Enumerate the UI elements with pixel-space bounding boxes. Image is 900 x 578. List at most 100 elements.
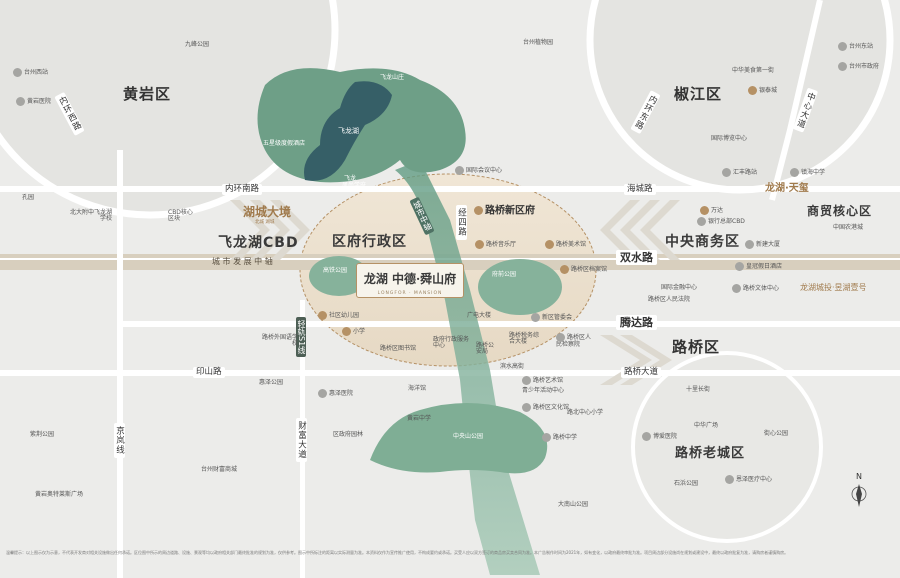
hospital-icon <box>642 432 651 441</box>
poi-intl-finance: 国际金融中心 <box>661 284 698 291</box>
poi-five-star-hotel: 五星级度假酒店 <box>263 140 306 147</box>
poi-luqiao-art-school: 路桥艺术馆 <box>522 376 563 385</box>
area-feilonghu-cbd: 飞龙湖CBD <box>218 235 299 251</box>
building-icon <box>531 313 540 322</box>
poi-food-street: 中华美食第一街 <box>732 67 775 74</box>
poi-feilonghu-lake: 飞龙湖 <box>338 127 359 135</box>
road-tengda: 腾达路 <box>616 315 657 330</box>
poi-cbd-hub: CBD核心区块 <box>168 209 193 222</box>
school-icon <box>542 433 551 442</box>
road-jinglan: 京岚线 <box>114 423 125 458</box>
poi-feilong: 飞龙 <box>344 175 357 182</box>
right-chevrons <box>600 200 680 260</box>
poi-shifeng-park: 石浜公园 <box>674 480 699 487</box>
art-icon <box>545 240 554 249</box>
poi-guangdian: 广电大楼 <box>467 312 492 319</box>
sports-icon <box>732 284 741 293</box>
poi-new-area-committee: 新区管委会 <box>531 313 572 322</box>
poi-tieche-park: 高铁公园 <box>323 267 348 274</box>
poi-huangyan-middle: 黄岩中学 <box>407 415 432 422</box>
poi-binhai: 滨水高街 <box>500 363 525 370</box>
road-rail: 轻轨S1线 <box>296 317 306 358</box>
road-haicheng: 海城路 <box>624 184 656 195</box>
poi-kong: 孔园 <box>22 194 35 201</box>
road-yinshan: 印山路 <box>193 367 225 378</box>
huangyan-ring <box>0 0 339 219</box>
poi-central-mountain-park: 中央山公园 <box>453 433 484 440</box>
poi-zhenhai-school: 镇海中学 <box>790 168 825 177</box>
poi-taizhou-station: 台州东站 <box>838 42 873 51</box>
area-central-business: 中央商务区 <box>665 234 740 250</box>
poi-jieshan-park: 街心公园 <box>764 430 789 437</box>
archive-icon <box>560 265 569 274</box>
poi-youth-center: 青少年活动中心 <box>522 387 565 394</box>
inner-ring-south-road <box>0 186 900 192</box>
road-luqiao-avenue: 路桥大道 <box>621 367 662 378</box>
poi-luqiao-culture: 路桥文体中心 <box>732 284 779 293</box>
poi-taizhou-west: 台州西站 <box>13 68 48 77</box>
poi-danan-park: 大南山公园 <box>558 501 589 508</box>
building-icon <box>745 240 754 249</box>
poi-shili-changjie: 十里长街 <box>686 386 711 393</box>
poi-luqiao-court: 路桥区人民检察院 <box>556 333 592 348</box>
project-label[interactable]: 龙湖 中德·舜山府 LONGFOR · MANSION <box>356 263 464 298</box>
luqiao-avenue-road <box>0 370 900 376</box>
hospital-icon <box>318 389 327 398</box>
mall-icon <box>748 86 757 95</box>
poi-zijing-park: 紫荆公园 <box>30 431 55 438</box>
poi-kindergarten: 社区幼儿园 <box>318 311 359 320</box>
mall-icon <box>700 206 709 215</box>
district-jiaojiang: 椒江区 <box>674 85 723 103</box>
court-icon <box>556 333 565 342</box>
hotel-icon <box>735 262 744 271</box>
poi-taizhou-gov: 台州市政府 <box>838 62 879 71</box>
building-icon <box>455 166 464 175</box>
road-inner-ring-south: 内环南路 <box>222 184 263 195</box>
poi-fuqian-park: 府前公园 <box>492 271 517 278</box>
poi-hui-ze-park: 惠泽公园 <box>259 379 284 386</box>
poi-luqiao-tax: 路桥税务综合大楼 <box>509 332 540 345</box>
poi-zhonghua-plaza: 中华广场 <box>694 422 719 429</box>
zhongxin-road <box>769 0 823 201</box>
poi-taizhou-botanical: 台州植物园 <box>523 39 554 46</box>
area-gov-admin: 区府行政区 <box>332 234 407 250</box>
district-huangyan: 黄岩区 <box>123 85 172 103</box>
school-icon <box>790 168 799 177</box>
poi-luqiao-north-primary: 路北中心小学 <box>567 409 604 416</box>
poi-zhongguo-building: 中国农港城 <box>833 224 864 231</box>
feilong-lake <box>304 81 392 181</box>
poi-feilong-mountain: 飞龙山庄 <box>380 74 405 81</box>
culture-icon <box>522 403 531 412</box>
train-icon <box>838 42 847 51</box>
poi-intl-expo: 国际博览中心 <box>711 135 748 142</box>
metro-icon <box>722 168 731 177</box>
road-jingsi: 经四路 <box>456 205 467 240</box>
project-subtitle: LONGFOR · MANSION <box>377 291 443 296</box>
gov-icon <box>474 206 483 215</box>
poi-luqiao-culture-hall: 路桥区文化馆 <box>522 403 569 412</box>
poi-huangyan-hospital: 黄岩医院 <box>16 97 51 106</box>
poi-hui-ze-hospital: 惠泽医院 <box>318 389 353 398</box>
poi-public-security: 路桥公安局 <box>476 342 495 355</box>
jinglan-road <box>117 150 123 578</box>
huchengdajing-sub: 北城 湖城 <box>255 220 275 225</box>
poi-luqiao-art: 路桥美术馆 <box>545 240 586 249</box>
road-caifu: 财富大道 <box>296 418 307 462</box>
old-town-ring <box>631 351 823 543</box>
tieche-park-shape <box>309 256 369 296</box>
longhu-tianxi-logo: 龙湖·天玺 <box>765 183 809 194</box>
area-luqiao-old-town: 路桥老城区 <box>675 446 746 461</box>
poi-luqiao-middle: 路桥中学 <box>542 433 577 442</box>
huchengdajing-logo: 湖城大境 <box>243 205 292 219</box>
central-mountain-park-shape <box>370 402 548 474</box>
longhu-chengtou-logo: 龙湖城投·昱湖壹号 <box>800 283 867 292</box>
poi-luqiao-music: 路桥音乐厅 <box>475 240 516 249</box>
poi-conference-center: 国际会议中心 <box>455 166 502 175</box>
tengda-road <box>120 321 900 327</box>
north-label: N <box>856 472 862 481</box>
hospital-icon <box>16 97 25 106</box>
disclaimer-footer: 温馨提示：以上图示仅为示意，不代表开发商对相关设施做出任何承诺。区位图中所示的周… <box>6 550 789 555</box>
poi-huangyan-hotel: 皇冠假日酒店 <box>735 262 782 271</box>
poi-yinta: 银泰城 <box>748 86 777 95</box>
poi-huangyan-sports: 黄岩奥特莱斯广场 <box>35 491 84 498</box>
